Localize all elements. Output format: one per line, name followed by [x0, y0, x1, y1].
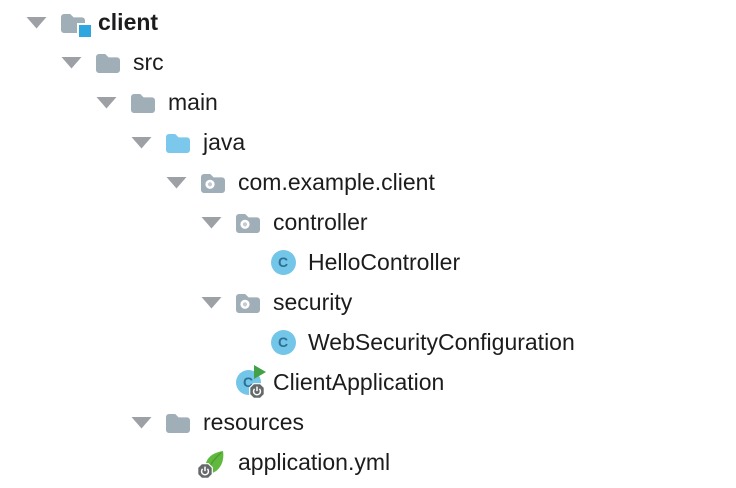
tree-row-clientapplication[interactable]: C ClientApplication	[0, 362, 736, 402]
tree-item-label: main	[168, 88, 218, 115]
tree-item-label: client	[98, 8, 159, 35]
spring-boot-config-file-icon	[197, 449, 226, 479]
tree-item-label: com.example.client	[238, 168, 435, 195]
tree-item-label: controller	[273, 208, 368, 235]
tree-item-label: application.yml	[238, 448, 391, 475]
package-icon	[235, 209, 261, 235]
chevron-down-icon[interactable]	[95, 94, 130, 110]
tree-row-hellocontroller[interactable]: C HelloController	[0, 242, 736, 282]
tree-item-label: resources	[203, 408, 304, 435]
chevron-down-icon[interactable]	[200, 214, 235, 230]
tree-item-label: security	[273, 288, 353, 315]
package-icon	[235, 289, 261, 315]
java-class-icon: C	[270, 249, 296, 275]
tree-row-security[interactable]: security	[0, 282, 736, 322]
tree-row-src[interactable]: src	[0, 42, 736, 82]
tree-item-label: ClientApplication	[273, 368, 445, 395]
twisty-spacer	[235, 334, 270, 350]
tree-row-controller[interactable]: controller	[0, 202, 736, 242]
tree-row-main[interactable]: main	[0, 82, 736, 122]
tree-row-resources[interactable]: resources	[0, 402, 736, 442]
tree-item-label: WebSecurityConfiguration	[308, 328, 575, 355]
package-icon	[200, 169, 226, 195]
twisty-spacer	[165, 454, 200, 470]
tree-item-label: src	[133, 48, 164, 75]
tree-item-label: java	[203, 128, 246, 155]
run-play-icon	[254, 365, 266, 379]
twisty-spacer	[200, 374, 235, 390]
folder-icon	[95, 49, 121, 75]
chevron-down-icon[interactable]	[25, 14, 60, 30]
sources-root-folder-icon	[165, 129, 191, 155]
tree-row-client[interactable]: client	[0, 2, 736, 42]
module-badge-icon	[77, 23, 93, 39]
chevron-down-icon[interactable]	[200, 294, 235, 310]
module-folder-icon	[60, 9, 93, 39]
chevron-down-icon[interactable]	[165, 174, 200, 190]
java-class-icon: C	[270, 329, 296, 355]
resources-root-folder-icon	[165, 409, 196, 440]
resources-badge-icon	[194, 438, 196, 440]
tree-item-label: HelloController	[308, 248, 461, 275]
tree-row-java[interactable]: java	[0, 122, 736, 162]
tree-row-websecurityconfiguration[interactable]: C WebSecurityConfiguration	[0, 322, 736, 362]
spring-boot-badge-icon	[197, 463, 213, 479]
spring-boot-main-class-icon: C	[235, 365, 266, 399]
tree-row-application-yml[interactable]: application.yml	[0, 442, 736, 482]
spring-boot-badge-icon	[249, 383, 265, 399]
twisty-spacer	[235, 254, 270, 270]
tree-row-com-example-client[interactable]: com.example.client	[0, 162, 736, 202]
folder-icon	[130, 89, 156, 115]
chevron-down-icon[interactable]	[130, 414, 165, 430]
chevron-down-icon[interactable]	[60, 54, 95, 70]
chevron-down-icon[interactable]	[130, 134, 165, 150]
